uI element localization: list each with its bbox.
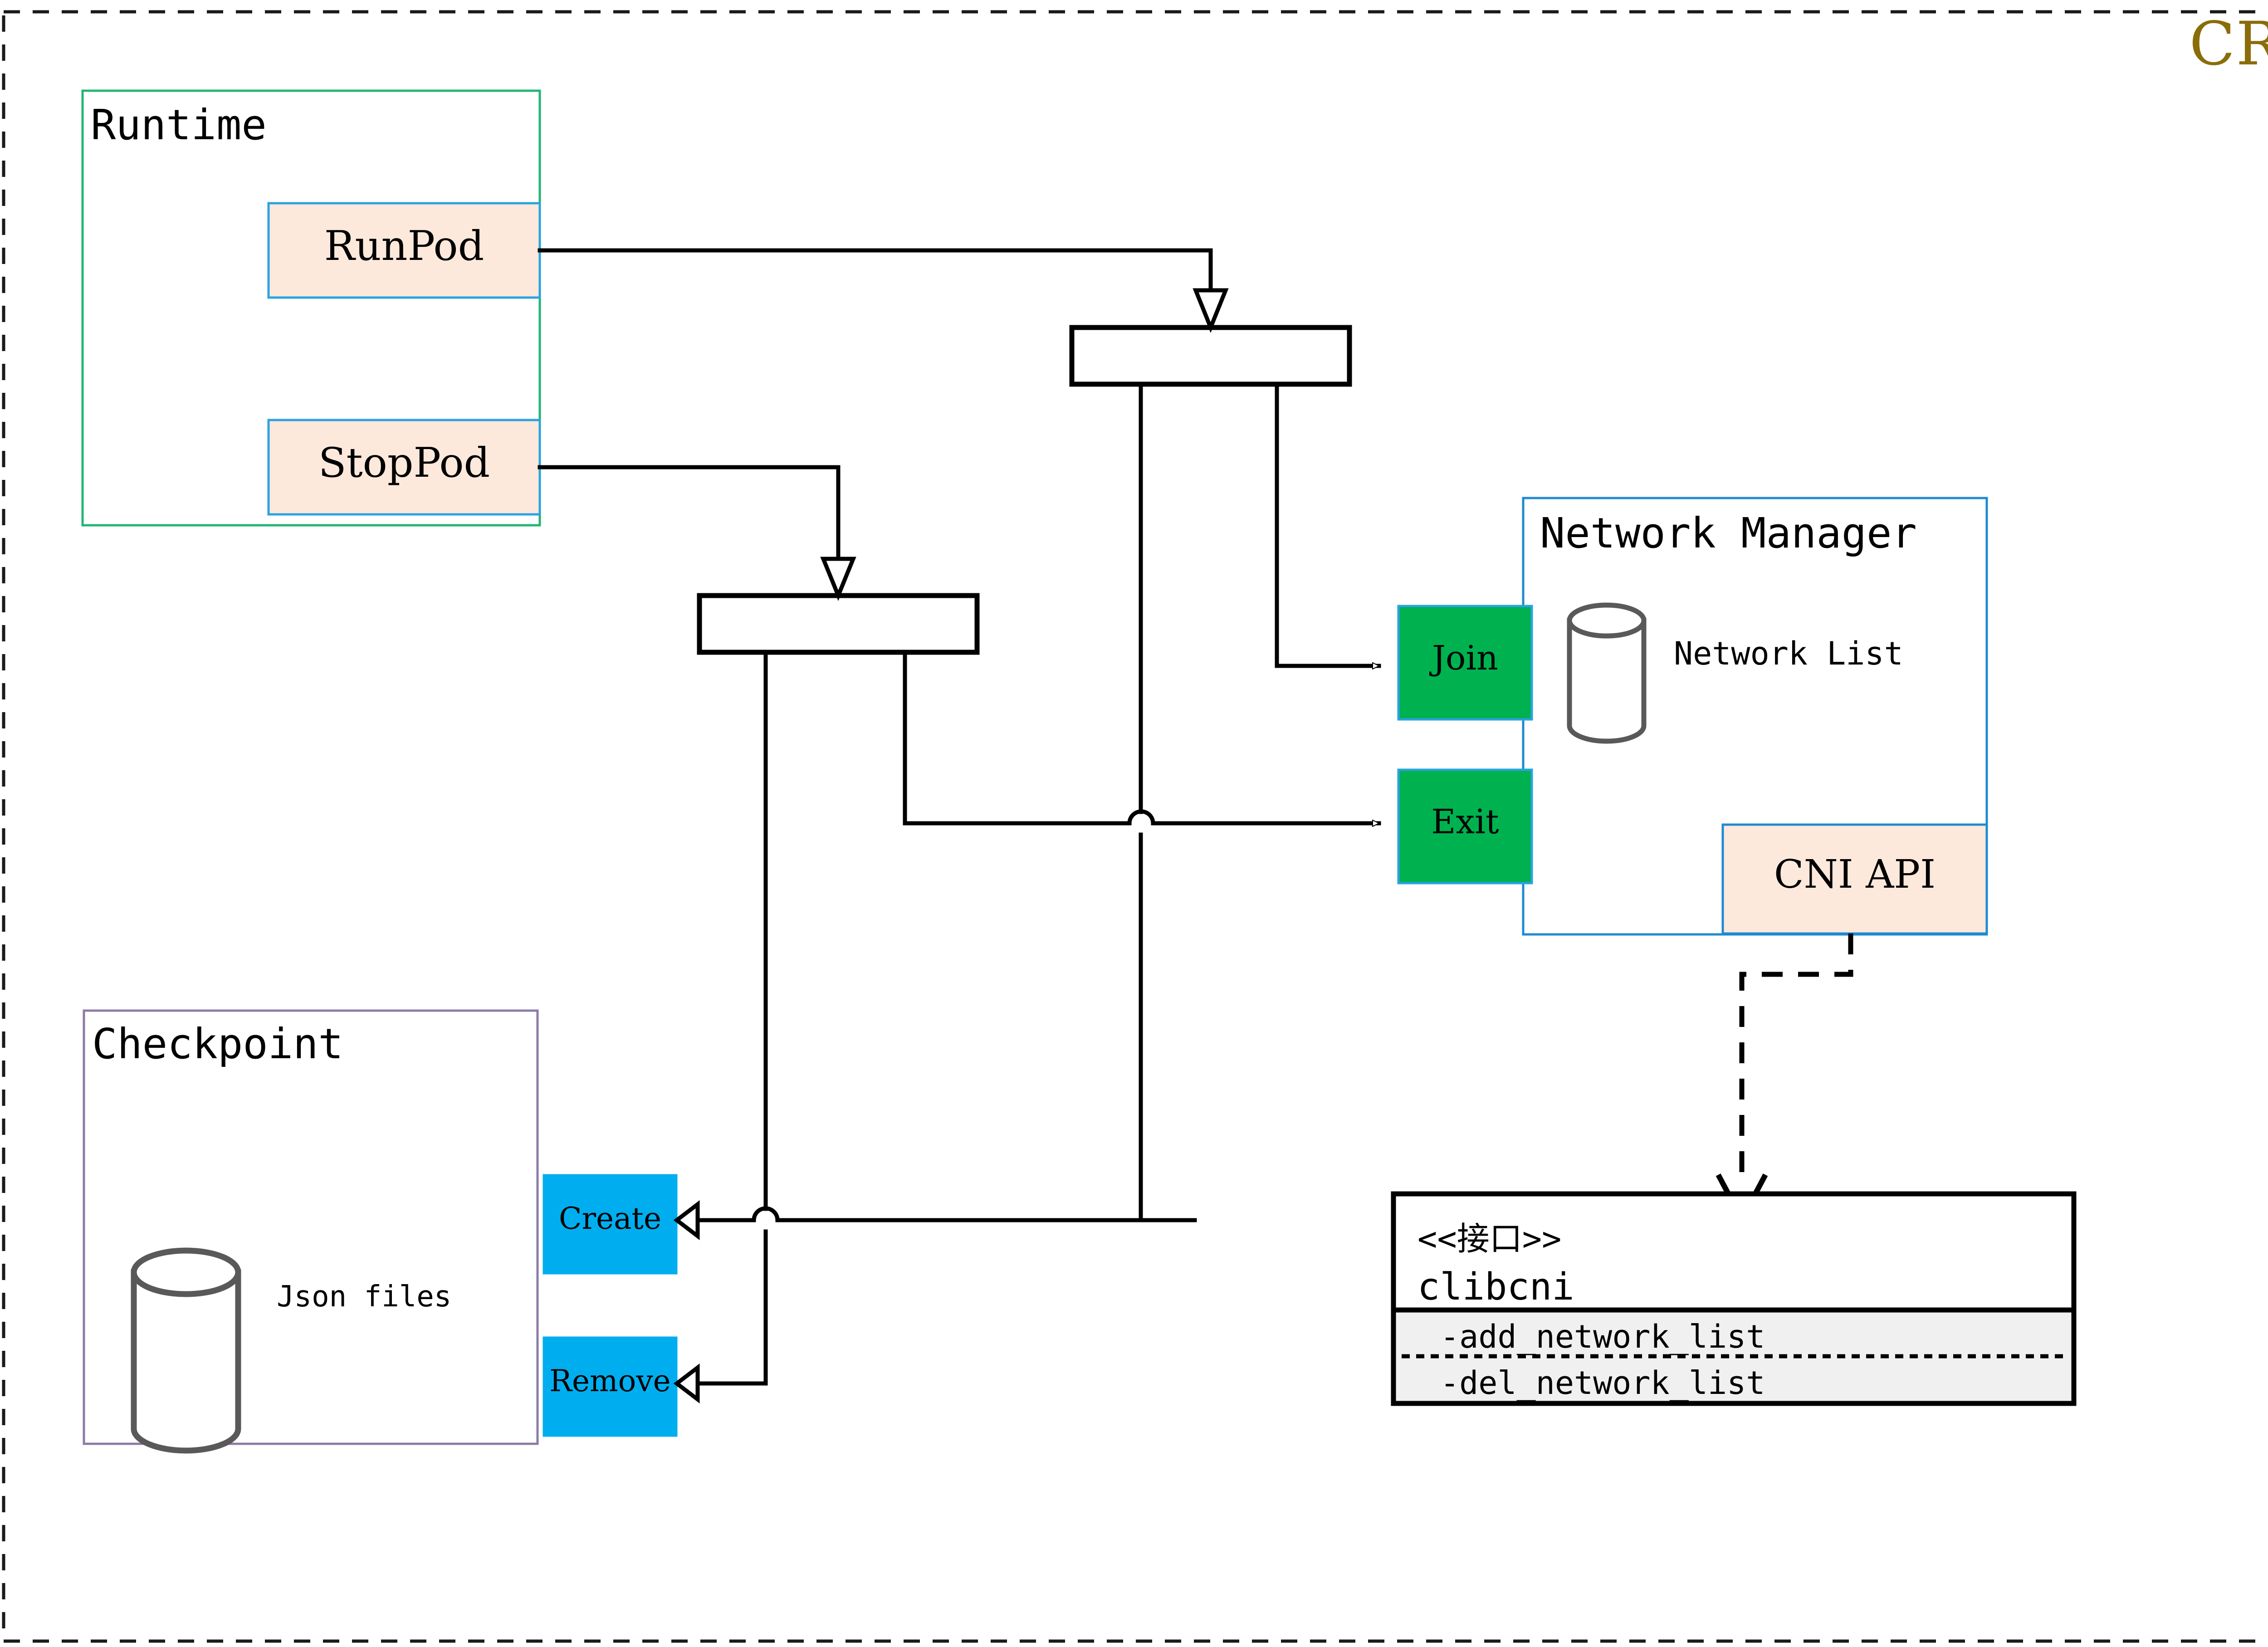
runpod-dispatch-bar (1069, 325, 1352, 387)
runpod-label[interactable]: RunPod (324, 222, 484, 270)
arrowhead-create (673, 1200, 700, 1241)
remove-label[interactable]: Remove (549, 1364, 671, 1398)
edge-upperbar-left-to-exit (1139, 382, 1197, 1222)
remove-box (543, 1336, 678, 1437)
exit-label[interactable]: Exit (1431, 802, 1499, 841)
clibcni-name: clibcni (1418, 1266, 1574, 1309)
arrowhead-lower-bar (820, 557, 856, 601)
edge-lowerbar-right-to-exit (903, 650, 1132, 826)
create-label[interactable]: Create (558, 1201, 662, 1236)
exit-box (1397, 768, 1533, 885)
runtime-group-box (81, 89, 541, 527)
stoppod-box (267, 419, 541, 516)
checkpoint-group-box (83, 1009, 539, 1445)
runtime-group-label: Runtime (91, 101, 267, 149)
stoppod-label[interactable]: StopPod (318, 439, 490, 487)
join-label[interactable]: Join (1432, 639, 1498, 678)
edge-cniapi-to-clibcni (1739, 933, 1853, 1184)
edge-runpod-to-upper-bar (538, 248, 1213, 293)
arrowhead-upper-bar (1193, 288, 1229, 333)
clibcni-method-del: -del_network_list (1440, 1364, 1765, 1402)
json-files-cylinder (131, 1247, 241, 1454)
runpod-box (267, 202, 541, 299)
arrowhead-remove (673, 1363, 700, 1404)
page-title: CRI (2189, 9, 2268, 79)
clibcni-stereotype: <<接口>> (1418, 1220, 1562, 1258)
edge-hop-exit-line (1127, 809, 1155, 826)
stoppod-dispatch-bar (697, 593, 980, 655)
edge-stoppod-to-lower-bar (538, 465, 841, 561)
edge-hop-create-line (752, 1206, 780, 1222)
cni-api-label[interactable]: CNI API (1774, 852, 1936, 897)
checkpoint-group-label: Checkpoint (92, 1020, 343, 1068)
network-manager-group-label: Network Manager (1540, 509, 1917, 557)
network-list-label: Network List (1674, 635, 1903, 672)
cni-api-box (1721, 823, 1988, 935)
network-list-cylinder (1567, 602, 1647, 744)
create-box (543, 1174, 678, 1275)
edge-lowerbar-left-to-remove (695, 650, 768, 1386)
clibcni-method-add: -add_network_list (1440, 1318, 1765, 1355)
edge-upperbar-right-to-join (1275, 382, 1381, 666)
json-files-label: Json files (277, 1280, 452, 1314)
join-box (1397, 605, 1533, 721)
